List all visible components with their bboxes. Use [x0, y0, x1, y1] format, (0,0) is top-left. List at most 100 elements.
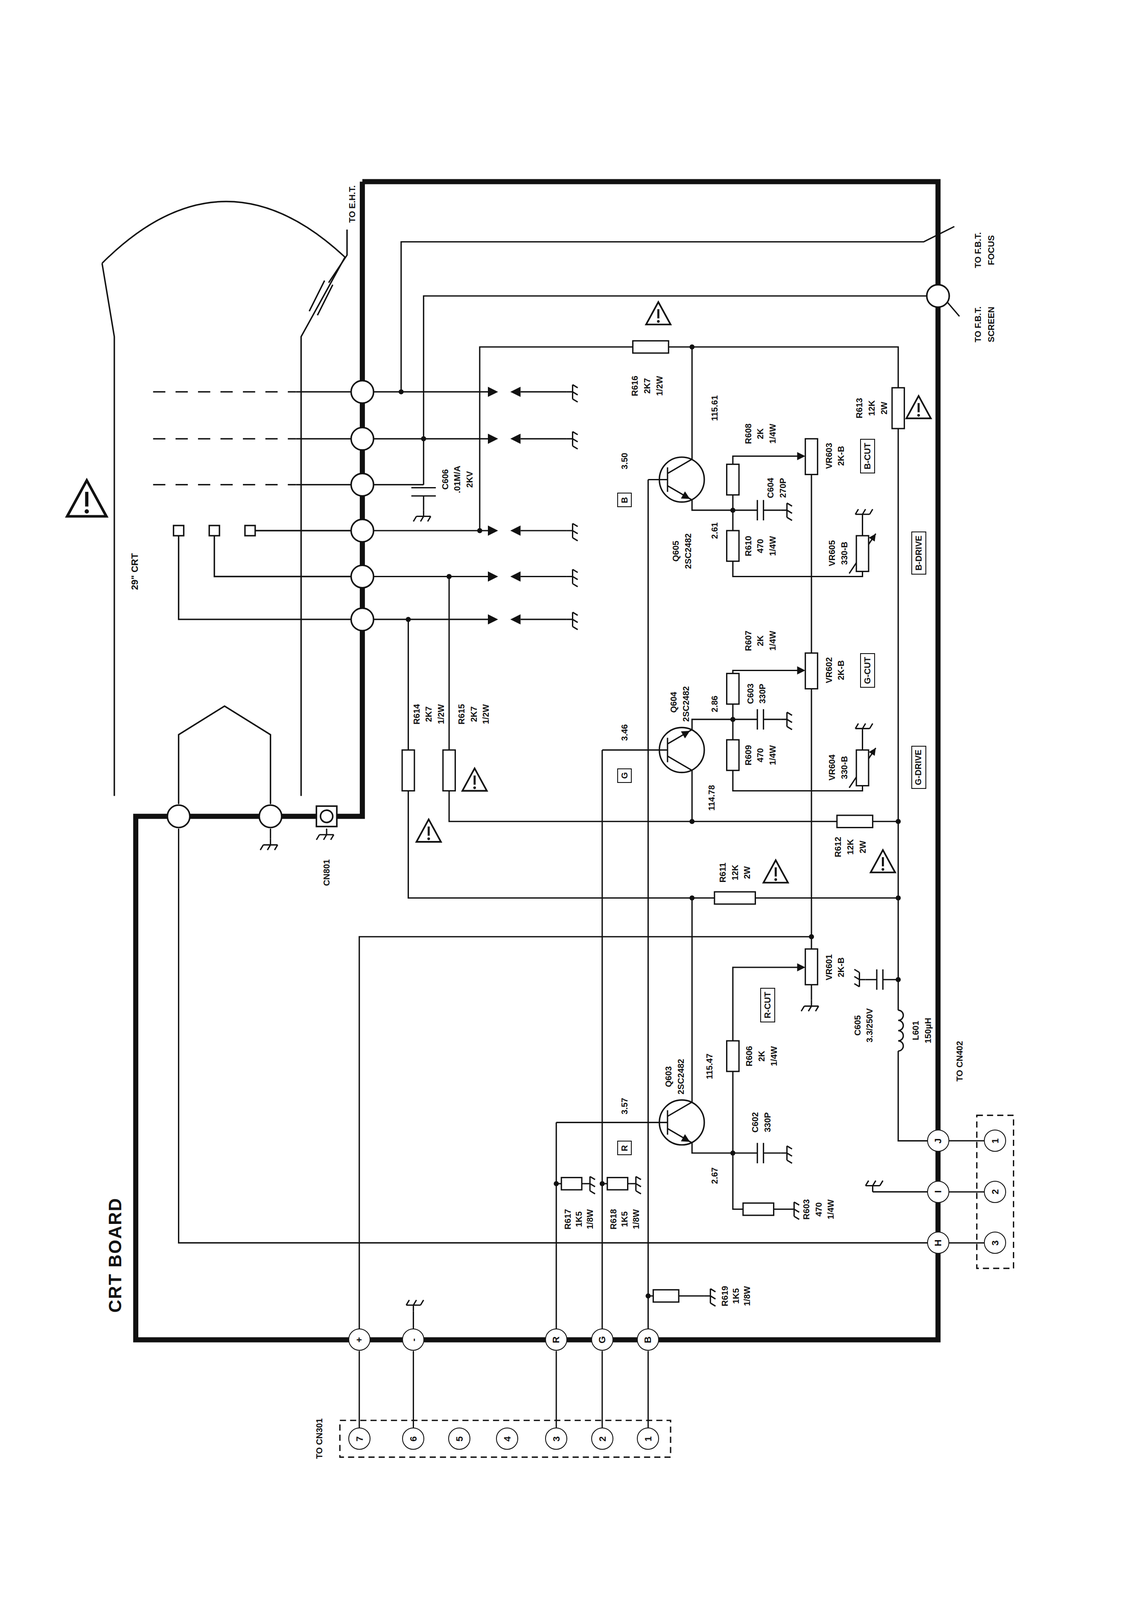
part-label: R613: [854, 396, 864, 420]
part-label: 3.46: [620, 723, 630, 742]
part-label: TO CN402: [954, 1039, 964, 1083]
part-label: TO F.B.T.: [973, 231, 983, 269]
wire: [732, 455, 863, 577]
part-label: 2W: [879, 400, 889, 416]
part-label: SCREEN: [986, 305, 996, 343]
ground-symbol: [865, 1180, 884, 1192]
socket-pin: [351, 427, 374, 451]
arrowhead: [510, 614, 521, 625]
crt-tube: [309, 229, 348, 316]
connector-terminal: H: [927, 1231, 950, 1254]
ground-symbol: [260, 384, 884, 1311]
arrowhead: [680, 491, 690, 499]
arrowhead: [487, 433, 499, 444]
ground-symbol: [855, 723, 873, 735]
part-label: R606: [744, 1044, 754, 1068]
wire: [602, 719, 733, 822]
ground-symbol: [566, 612, 578, 630]
socket-pin: [259, 805, 282, 828]
socket-pin: [316, 805, 337, 827]
resistor-symbol: [805, 948, 818, 985]
part-label: CN801: [322, 858, 332, 887]
crt-tube: [102, 201, 351, 805]
ground-symbol: [413, 510, 431, 522]
warning-symbol: [67, 302, 931, 883]
junction-dot: [599, 1181, 605, 1187]
connector-terminal: 5: [448, 1427, 471, 1450]
node-text: 2: [597, 1435, 607, 1442]
connector-terminal: B: [636, 1328, 660, 1351]
part-label: R616: [630, 374, 640, 397]
connector-terminal: J: [927, 1129, 950, 1152]
part-label: 2SC2482: [676, 1057, 686, 1095]
part-label: 1/2W: [436, 703, 446, 726]
part-label: Q603: [664, 1064, 674, 1088]
part-label: 2W: [742, 865, 752, 880]
arrowhead: [510, 525, 521, 536]
node-text: 2: [990, 1189, 1001, 1195]
part-label: 1K5: [574, 1210, 584, 1229]
warning-symbol: [416, 819, 441, 842]
wire-connector: [949, 1242, 985, 1244]
channel-tag: R: [617, 1140, 632, 1156]
node-text: 5: [454, 1435, 464, 1442]
adjust-box: G-CUT: [860, 653, 876, 688]
wire-connector: [601, 1350, 603, 1428]
resistor-symbol: [714, 891, 756, 905]
resistor-symbol: [402, 749, 415, 791]
node-text: G-DRIVE: [914, 749, 924, 785]
node-text: I: [933, 1190, 943, 1194]
wire: [647, 347, 733, 511]
warning-symbol: [646, 302, 671, 325]
ground-symbol: [566, 384, 578, 403]
wire: [865, 969, 899, 990]
connector-terminal: 1: [636, 1427, 660, 1450]
resistor-symbol: [837, 815, 873, 828]
connector-terminal: 3: [983, 1231, 1007, 1254]
node-text: +: [354, 1336, 365, 1343]
part-label: .01M/A: [452, 464, 462, 494]
part-label: C606: [440, 468, 450, 491]
part-label: 12K: [845, 838, 855, 856]
node-text: -: [408, 1338, 419, 1342]
part-label: Q605: [671, 539, 680, 563]
resistor-symbol: [653, 1289, 679, 1302]
part-label: R609: [743, 744, 753, 767]
part-label: 2K7: [469, 705, 479, 724]
part-label: 2.67: [709, 1166, 719, 1185]
junction-dot: [895, 895, 901, 901]
resistor-symbol: [561, 1177, 582, 1190]
node-text: J: [933, 1137, 943, 1144]
part-label: 3.3/250V: [865, 1007, 875, 1044]
wire-connector: [647, 1350, 649, 1428]
part-label: 2K7: [424, 705, 434, 724]
wire: [449, 576, 899, 822]
part-label: 330P: [763, 1111, 773, 1134]
resistor-symbol: [726, 739, 740, 771]
ground-symbol: [855, 509, 873, 521]
junction-dot: [398, 389, 404, 395]
node-text: B-DRIVE: [914, 535, 924, 571]
adjust-box: G-DRIVE: [911, 745, 927, 789]
node-text: 3: [990, 1240, 1001, 1246]
node-text: G-CUT: [863, 656, 873, 684]
wire-connector: [412, 1350, 415, 1428]
crt-tube: [245, 525, 256, 536]
part-label: 1/4W: [826, 1198, 836, 1220]
resistor-symbol: [402, 340, 905, 1302]
part-label: 330-B: [839, 754, 849, 780]
junction-dot: [645, 1293, 651, 1299]
part-label: 1/2W: [481, 703, 491, 726]
junction-dot: [689, 344, 695, 350]
part-label: 115.61: [709, 394, 719, 422]
part-label: C602: [750, 1111, 760, 1134]
socket-pin: [167, 284, 950, 828]
part-label: 150μH: [923, 1016, 933, 1045]
part-label: VR604: [827, 753, 837, 782]
part-label: 330P: [758, 682, 768, 705]
resistor-symbol: [805, 438, 818, 475]
board-outline: [135, 181, 938, 1340]
node-text: 1: [643, 1435, 654, 1442]
